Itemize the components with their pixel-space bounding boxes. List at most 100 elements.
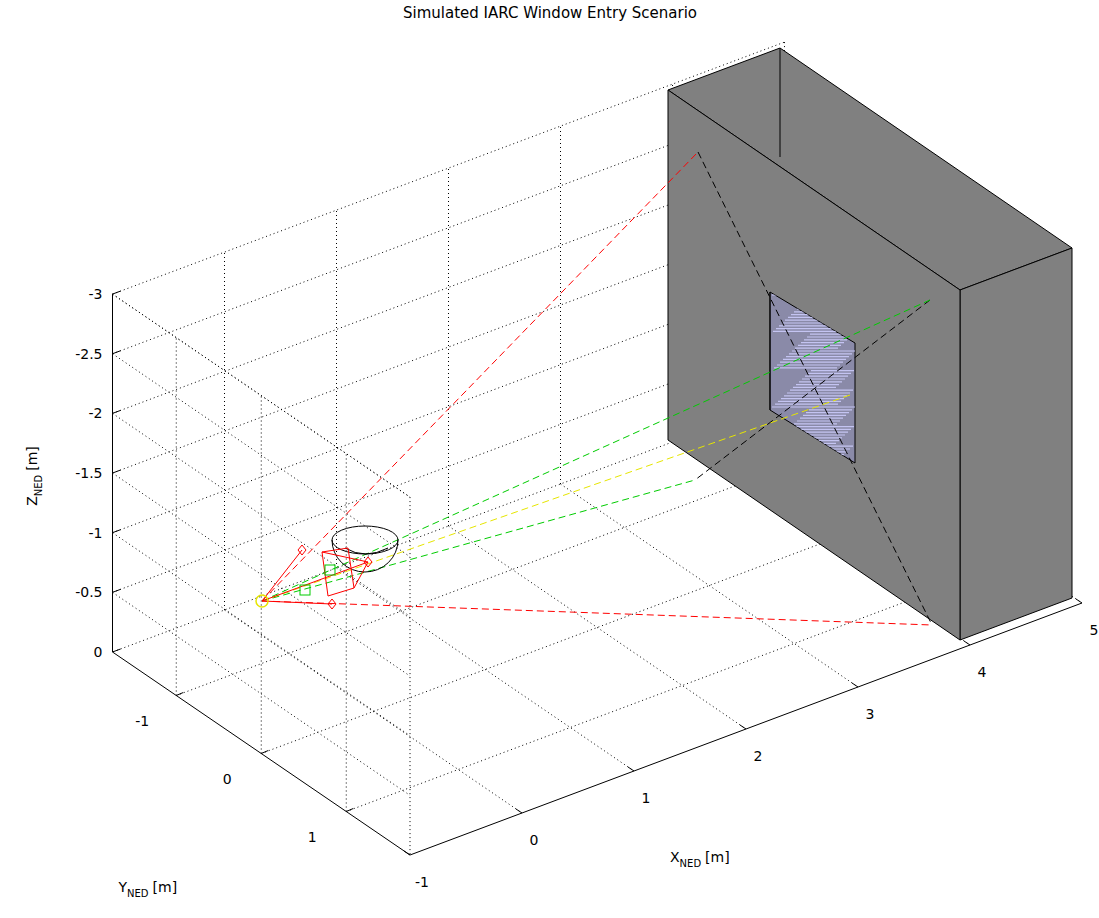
tick-label: 5 xyxy=(1090,623,1099,637)
axis-title: XNED[m] xyxy=(670,850,730,864)
axis-subscript: NED xyxy=(127,888,149,899)
field-of-view-line xyxy=(262,152,698,601)
tick-label: 1 xyxy=(642,791,651,805)
window-edge xyxy=(770,292,771,410)
texture-stroke xyxy=(784,395,847,396)
texture-stroke xyxy=(802,378,845,379)
building-side xyxy=(960,248,1072,640)
window-marker xyxy=(300,585,310,595)
texture-stroke xyxy=(785,432,848,433)
tick-mark xyxy=(113,470,121,473)
texture-stroke xyxy=(806,300,849,301)
axis-label: [m] xyxy=(24,446,40,471)
tick-mark xyxy=(113,589,121,592)
tick-mark xyxy=(346,809,353,812)
texture-stroke xyxy=(782,434,845,435)
tick-label: -2 xyxy=(89,406,103,420)
texture-stroke xyxy=(776,328,839,329)
camera-ray xyxy=(354,562,368,588)
y-axis xyxy=(113,652,411,855)
texture-stroke xyxy=(798,345,841,346)
tick-mark xyxy=(113,291,121,294)
texture-stroke xyxy=(788,317,851,318)
tick-mark xyxy=(113,351,121,354)
tick-label: -0.5 xyxy=(75,585,102,599)
axis-label: X xyxy=(670,849,680,865)
tick-label: -3 xyxy=(89,287,103,301)
vehicle-position xyxy=(256,595,268,607)
tick-label: -1 xyxy=(89,526,103,540)
window-texture xyxy=(772,295,855,460)
axis-label: [m] xyxy=(153,879,178,895)
tick-label: 4 xyxy=(978,665,987,679)
vehicle-dome xyxy=(332,526,398,554)
tick-mark xyxy=(516,809,522,813)
building-edge xyxy=(780,48,781,157)
vehicle-hull xyxy=(345,548,388,554)
texture-stroke xyxy=(807,448,850,449)
axis-label: [m] xyxy=(705,849,730,865)
field-of-view-line xyxy=(262,601,932,625)
texture-stroke xyxy=(776,440,839,441)
x-axis xyxy=(410,603,1082,855)
grid-line xyxy=(113,413,411,616)
center-sight-line xyxy=(262,395,850,601)
tick-label: 0 xyxy=(530,833,539,847)
texture-stroke xyxy=(787,392,850,393)
corner-marker xyxy=(328,599,336,609)
texture-stroke xyxy=(775,404,838,405)
texture-stroke xyxy=(805,376,848,377)
tick-mark xyxy=(1076,599,1082,603)
texture-stroke xyxy=(803,303,846,304)
grid-line xyxy=(113,294,411,497)
tick-mark xyxy=(113,410,121,413)
texture-stroke xyxy=(774,367,837,368)
texture-stroke xyxy=(780,362,843,363)
texture-stroke xyxy=(800,306,843,307)
tick-label: -1.5 xyxy=(75,466,102,480)
texture-stroke xyxy=(807,336,850,337)
tick-label: -1 xyxy=(415,875,429,889)
tick-label: -2.5 xyxy=(75,347,102,361)
texture-stroke xyxy=(792,350,855,351)
texture-stroke xyxy=(796,384,839,385)
texture-stroke xyxy=(782,322,845,323)
tick-mark xyxy=(404,851,410,855)
texture-stroke xyxy=(801,454,844,455)
tick-mark xyxy=(740,725,746,729)
grid-line xyxy=(113,592,411,795)
tick-label: -1 xyxy=(135,714,149,728)
texture-stroke xyxy=(795,348,838,349)
texture-stroke xyxy=(809,409,852,410)
texture-stroke xyxy=(804,451,847,452)
tick-mark xyxy=(261,751,268,754)
building-front xyxy=(668,90,960,640)
texture-stroke xyxy=(772,294,855,295)
grid-line xyxy=(224,252,225,610)
grid-line xyxy=(449,526,747,729)
chart-title: Simulated IARC Window Entry Scenario xyxy=(403,6,697,21)
texture-stroke xyxy=(788,429,851,430)
texture-stroke xyxy=(800,418,843,419)
grid-line xyxy=(337,568,635,771)
texture-stroke xyxy=(793,387,836,388)
tick-label: 0 xyxy=(223,772,232,786)
texture-stroke xyxy=(803,415,846,416)
grid-line xyxy=(346,454,347,812)
texture-stroke xyxy=(794,311,837,312)
tick-label: 0 xyxy=(94,645,103,659)
grid-line xyxy=(560,126,561,484)
grid-line xyxy=(113,473,411,676)
axis-label: Z xyxy=(24,496,40,506)
camera-ray xyxy=(322,552,368,562)
tick-mark xyxy=(852,683,858,687)
tick-mark xyxy=(113,530,121,533)
texture-stroke xyxy=(778,401,841,402)
camera-ray xyxy=(262,562,368,601)
grid-line xyxy=(113,354,411,557)
texture-stroke xyxy=(779,325,842,326)
texture-stroke xyxy=(791,426,854,427)
target-diagonal xyxy=(695,300,930,480)
